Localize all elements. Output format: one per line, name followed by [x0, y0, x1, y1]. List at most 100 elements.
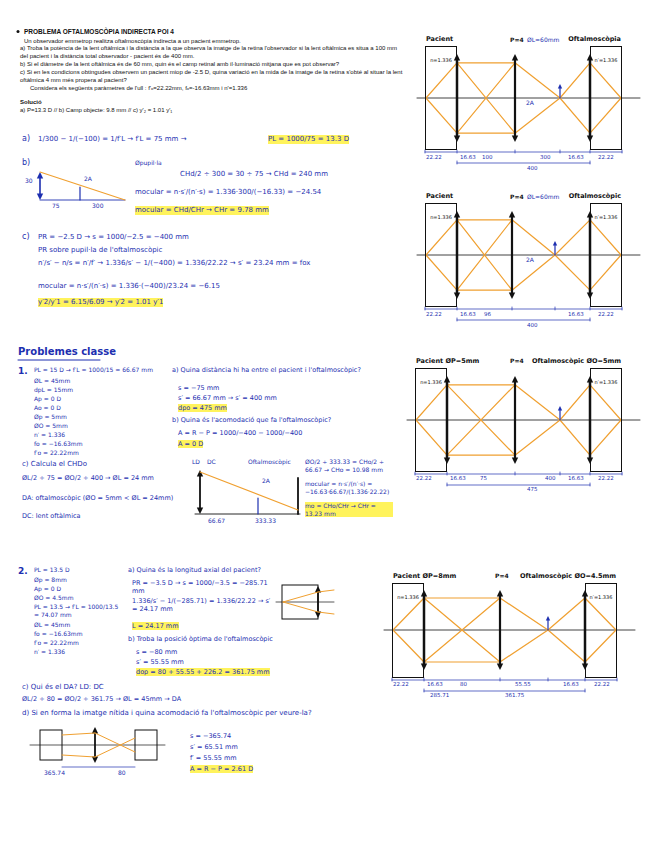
dimension-tick: [515, 472, 516, 475]
handwritten-note: s = −80 mm: [136, 648, 177, 656]
dimension-label: 75: [52, 203, 60, 209]
handwritten-note: Ap = 0 D: [34, 395, 61, 403]
handwritten-note: a): [22, 134, 30, 144]
dimension-tick: [590, 318, 591, 321]
arrow-head: [37, 194, 43, 201]
handwritten-note: mocular = n·s′/(n′·s) = −16.63·66.67/(1.…: [305, 480, 393, 495]
light-ray: [555, 220, 590, 255]
light-ray: [560, 63, 590, 98]
dimension-tick: [590, 483, 591, 486]
dimension-tick: [512, 307, 513, 310]
handwritten-note: PL = 15 D → f′L = 1000/15 = 66.67 mm: [34, 366, 153, 374]
light-ray: [590, 420, 621, 455]
base-line: [195, 514, 300, 515]
dimension-label: ØL=60mm: [527, 194, 559, 200]
arrow-head: [444, 458, 450, 465]
dimension-tick: [590, 150, 591, 153]
handwritten-note: 1/300 − 1/(−100) = 1/f′L → f′L = 75 mm →: [38, 135, 187, 144]
highlighted-result: A = 0 D: [178, 440, 203, 448]
dimension-label: LD: [192, 459, 200, 465]
dimension-line: [62, 767, 135, 768]
eye-box: [40, 730, 62, 760]
dimension-tick: [457, 307, 458, 310]
handwritten-heading: 2.: [18, 566, 28, 577]
handwritten-note: b) Quina és l'acomodació que fa l'oftalm…: [172, 416, 331, 424]
dimension-label: 30: [25, 178, 33, 184]
handwritten-heading: Problemes classe: [18, 346, 116, 359]
box-heading: Pacient ØP=5mm: [416, 358, 479, 365]
arrow-head: [553, 241, 557, 246]
light-ray: [560, 385, 590, 420]
light-ray: [515, 420, 560, 455]
base-line: [40, 200, 125, 201]
light-ray: [590, 255, 621, 290]
problem-text: Considera els següents paràmetres de l'u…: [30, 85, 247, 93]
dimension-label: 66.67: [208, 518, 225, 524]
problem-text: a) Troba la potència de la lent oftàlmic…: [20, 45, 405, 60]
handwritten-note: ØO/2 ÷ 333.33 = CHo/2 ÷ 66.67 → CHo = 10…: [305, 458, 393, 473]
dimension-tick: [415, 472, 416, 475]
light-ray: [515, 385, 560, 420]
page-title: PROBLEMA OFTALMOSCÒPIA INDIRECTA POI 4: [24, 28, 174, 36]
dimension-label: 16.63: [568, 155, 584, 161]
light-ray: [500, 630, 548, 662]
highlighted-result: mo = CHo/CHr → CHr = 13.23 mm: [305, 502, 393, 517]
light-ray: [590, 98, 621, 133]
box-text: n=1.336: [430, 215, 452, 221]
light-ray: [457, 290, 512, 291]
box-heading: Pacient: [426, 193, 453, 200]
handwritten-note: d) Si en forma la imatge nítida i quina …: [22, 709, 312, 718]
handwritten-note: n′/s′ − n/s = n′/f′ → 1.336/s′ − 1/(−400…: [38, 259, 310, 268]
handwritten-note: Øpupil·la: [135, 159, 162, 167]
arrow-head: [512, 376, 518, 383]
lens-symbol: [514, 58, 516, 138]
light-ray: [457, 220, 512, 290]
light-ray: [500, 598, 548, 630]
dimension-label: 16.63: [427, 682, 443, 688]
box-heading: Oftalmoscòpic: [569, 193, 621, 200]
arrow-head: [558, 406, 562, 411]
dimension-label: 100: [482, 155, 493, 161]
light-ray: [548, 598, 585, 630]
light-ray: [424, 597, 500, 598]
highlighted-result: mocular = CHd/CHr → CHr = 9.78 mm: [135, 206, 269, 215]
lens-label: P=4: [510, 37, 524, 43]
handwritten-note: s′ = 66.67 mm → s′ = 400 mm: [178, 394, 277, 402]
dimension-tick: [424, 678, 425, 681]
lens-label: P=4: [510, 194, 524, 200]
box-text: n′=1.336: [595, 58, 618, 64]
light-ray: [95, 738, 135, 757]
dimension-tick: [617, 678, 618, 681]
dimension-tick: [515, 150, 516, 153]
handwritten-note: PL = 13.5 D: [34, 566, 70, 574]
dimension-line: [425, 152, 622, 153]
dimension-line: [424, 691, 585, 692]
box-heading: Oftalmoscòpic ØO=4.5mm: [520, 573, 616, 580]
dimension-label: ØL=60mm: [527, 37, 559, 43]
problem-text: b) Si el diàmetre de la lent oftàlmica é…: [20, 61, 339, 69]
box-heading: Pacient: [426, 36, 453, 43]
light-ray: [457, 63, 515, 133]
light-ray: [62, 733, 95, 735]
dimension-label: 365.74: [44, 770, 65, 776]
image-arrow: [547, 619, 548, 630]
arrow-head: [512, 136, 518, 143]
box-text: n′=1.336: [595, 380, 618, 386]
light-ray: [318, 590, 334, 592]
dimension-label: 55.55: [515, 682, 531, 688]
light-ray: [426, 98, 457, 133]
light-ray: [426, 63, 457, 98]
dimension-line: [447, 485, 590, 486]
arrow-head: [509, 293, 515, 300]
light-ray: [512, 220, 555, 255]
light-ray: [548, 630, 585, 662]
section-heading: Solució: [20, 99, 42, 107]
light-ray: [447, 455, 515, 456]
dimension-line: [457, 163, 590, 164]
heading-underline: [18, 360, 100, 361]
handwritten-note: Ao = 0 D: [34, 404, 61, 412]
handwritten-note: ØO = 4.5mm: [34, 594, 74, 602]
handwritten-note: CHd/2 ÷ 300 = 30 ÷ 75 → CHd = 240 mm: [180, 170, 328, 179]
handwritten-note: fo = −16.63mm: [34, 630, 83, 638]
handwritten-note: Øp = 8mm: [34, 576, 67, 584]
